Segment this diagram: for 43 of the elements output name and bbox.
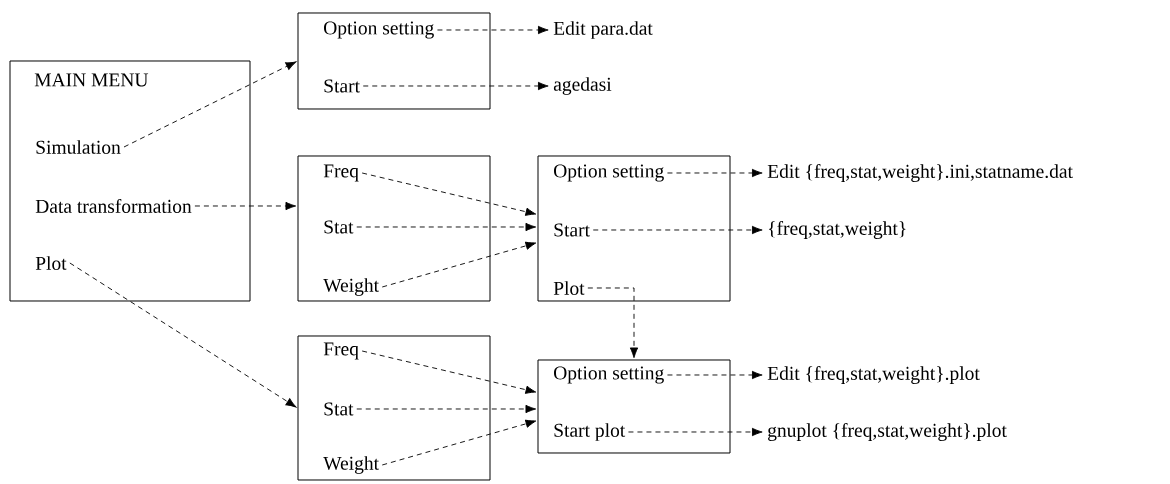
arrow	[667, 370, 763, 380]
arrow	[361, 172, 537, 216]
arrow	[667, 168, 763, 178]
menu-item: Plot	[35, 256, 67, 270]
arrow	[194, 201, 297, 211]
arrow	[628, 427, 763, 437]
menu-item: Start	[554, 223, 590, 237]
arrow	[587, 287, 639, 359]
menu-item: Data transformation	[35, 199, 192, 213]
menu-box	[297, 335, 491, 481]
command-text: {freq,stat,weight}	[769, 221, 906, 239]
arrow	[356, 222, 537, 232]
menu-box	[537, 155, 731, 302]
menu-box	[537, 359, 731, 454]
menu-item: Option setting	[324, 21, 434, 39]
arrow	[356, 404, 537, 414]
menu-item: Stat	[324, 402, 354, 416]
arrow	[123, 61, 297, 148]
command-text: Edit {freq,stat,weight}.plot	[767, 366, 980, 384]
menu-box	[297, 12, 491, 110]
arrow	[69, 262, 297, 408]
menu-item: Simulation	[36, 140, 121, 154]
arrow	[361, 350, 537, 394]
arrow	[437, 25, 549, 35]
menu-item: Stat	[324, 220, 354, 234]
menu-item: Option setting	[554, 366, 664, 384]
menu-item: Freq	[323, 164, 359, 182]
menu-item: Start plot	[554, 423, 626, 441]
menu-item: Weight	[323, 456, 379, 474]
menu-item: Weight	[323, 278, 379, 296]
menu-item: Option setting	[554, 164, 664, 182]
arrow	[592, 225, 763, 235]
menu-item: Freq	[323, 342, 359, 360]
command-text: gnuplot {freq,stat,weight}.plot	[768, 423, 1007, 441]
arrow	[381, 241, 537, 288]
command-text: Edit para.dat	[553, 21, 653, 39]
arrow	[381, 419, 537, 466]
menu-item: Start	[324, 79, 360, 93]
menu-box	[297, 155, 491, 302]
arrow	[362, 81, 549, 91]
menu-item: Plot	[553, 281, 585, 295]
command-text: Edit {freq,stat,weight}.ini,statname.dat	[767, 164, 1073, 182]
command-text: agedasi	[553, 77, 612, 95]
